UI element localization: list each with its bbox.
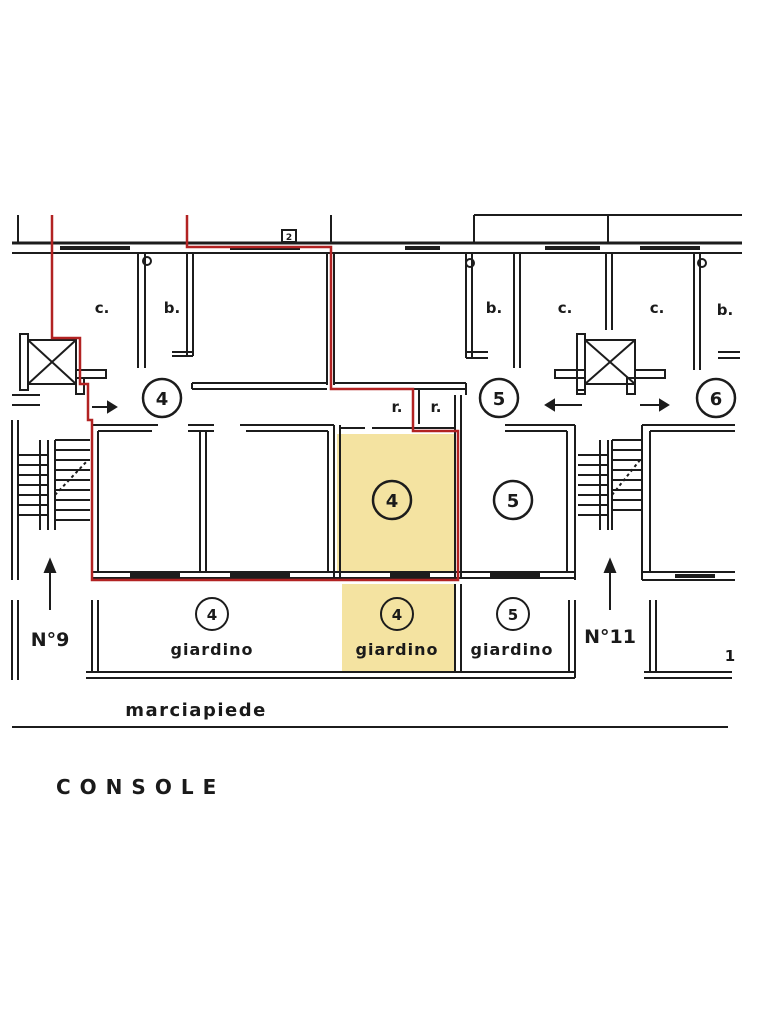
room-labels: c. b. b. c. c. b. r. r. bbox=[95, 299, 734, 416]
unit-circle-4-top: 4 bbox=[141, 377, 183, 419]
svg-text:6: 6 bbox=[710, 389, 723, 410]
room-label-c: c. bbox=[650, 299, 665, 317]
unit-circle-5-top: 5 bbox=[478, 377, 520, 419]
sidewalk-label: marciapiede bbox=[125, 700, 267, 721]
closet-label-r: r. bbox=[431, 398, 442, 416]
svg-text:4: 4 bbox=[386, 491, 399, 512]
entrance-label-9: N°9 bbox=[31, 629, 70, 651]
garden-label-highlighted: giardino bbox=[356, 640, 439, 659]
unit-circle-5-garden: 5 bbox=[496, 597, 530, 631]
partial-garden-number: 1 bbox=[725, 647, 735, 665]
svg-text:5: 5 bbox=[507, 491, 520, 512]
unit-circle-4-room: 4 bbox=[371, 479, 413, 521]
room-label-b: b. bbox=[486, 299, 502, 317]
highlighted-unit-apartment bbox=[337, 434, 455, 572]
unit-circle-4-garden: 4 bbox=[195, 597, 229, 631]
garden-label: giardino bbox=[471, 640, 554, 659]
unit-boundary bbox=[50, 215, 460, 582]
wall-marker: 2 bbox=[286, 233, 292, 243]
wall-fixtures bbox=[142, 256, 707, 268]
unit-circle-6-top: 6 bbox=[695, 377, 737, 419]
room-label-b: b. bbox=[164, 299, 180, 317]
svg-text:5: 5 bbox=[493, 389, 506, 410]
svg-text:5: 5 bbox=[508, 606, 518, 624]
walls bbox=[11, 214, 742, 728]
svg-text:4: 4 bbox=[207, 606, 217, 624]
unit-circle-5-room: 5 bbox=[492, 479, 534, 521]
room-label-c: c. bbox=[95, 299, 110, 317]
direction-arrows bbox=[43, 398, 670, 610]
garden-labels: giardino giardino giardino 1 bbox=[171, 640, 736, 665]
garden-label: giardino bbox=[171, 640, 254, 659]
plan-title: CONSOLE bbox=[56, 775, 225, 799]
unit-circle-4-garden-highlighted: 4 bbox=[380, 597, 414, 631]
room-label-b: b. bbox=[717, 301, 733, 319]
unit-circles: 4 5 6 4 5 4 4 5 bbox=[141, 377, 737, 631]
wall-marker-box bbox=[281, 229, 297, 243]
closet-label-r: r. bbox=[392, 398, 403, 416]
svg-text:4: 4 bbox=[392, 606, 402, 624]
svg-text:4: 4 bbox=[156, 389, 169, 410]
entrance-label-11: N°11 bbox=[584, 626, 636, 648]
room-label-c: c. bbox=[558, 299, 573, 317]
